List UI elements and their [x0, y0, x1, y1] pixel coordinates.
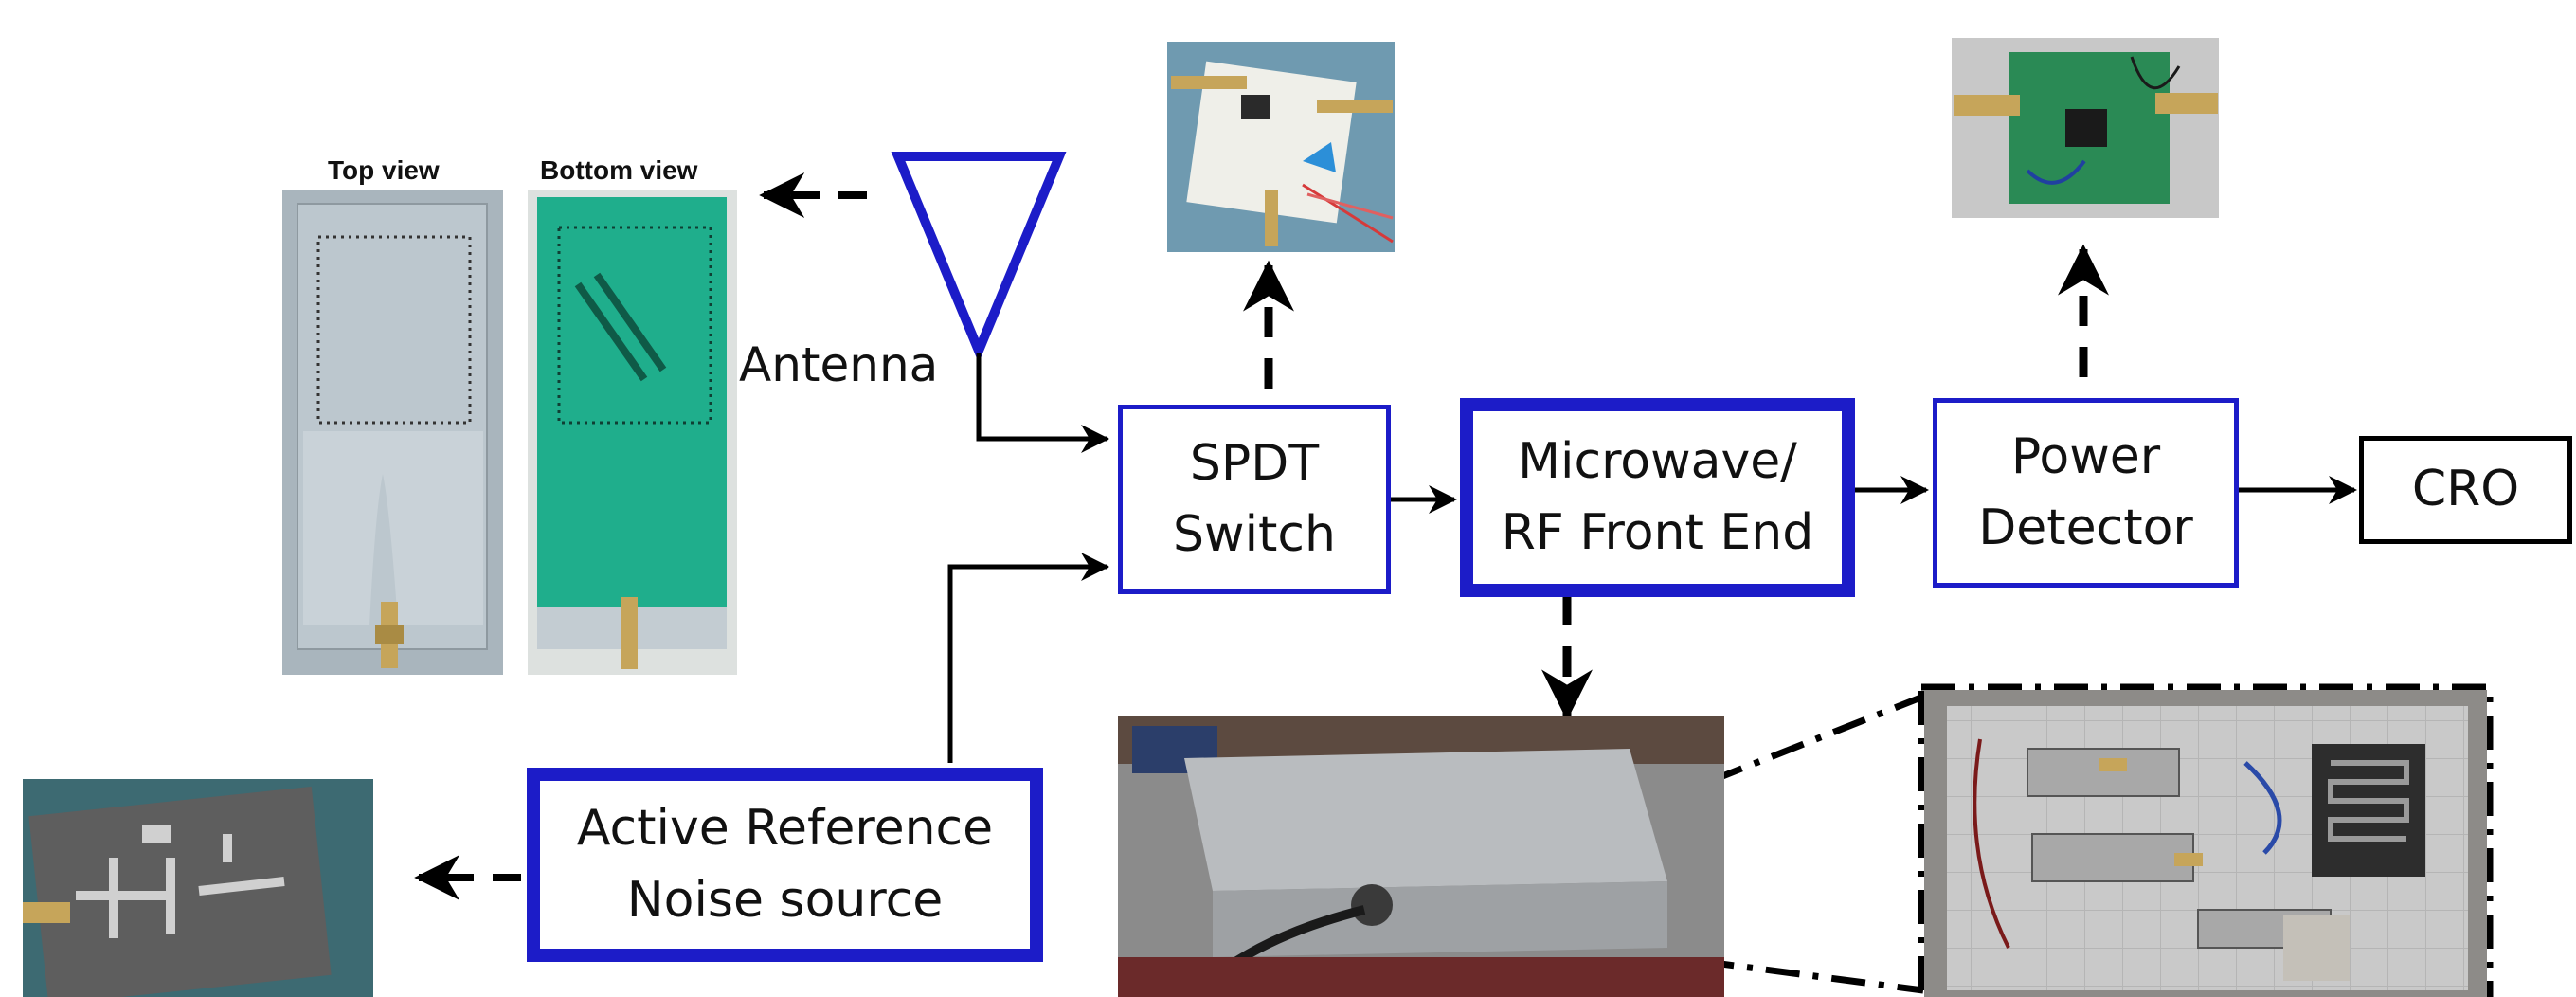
cro-block: CRO [2359, 436, 2572, 544]
noise-source-label: Active Reference Noise source [576, 800, 994, 929]
rf-front-end-label: Microwave/ RF Front End [1501, 432, 1814, 561]
antenna-to-spdt-arrow [976, 353, 1109, 453]
noise-source-photo [23, 779, 373, 997]
power-detector-label: Power Detector [1978, 427, 2193, 556]
antenna-label: Antenna [739, 337, 939, 392]
rf-front-end-block: Microwave/ RF Front End [1460, 398, 1855, 597]
spdt-switch-photo [1167, 42, 1395, 252]
frontend-enclosure-photo [1118, 716, 1724, 997]
spdt-switch-label: SPDT Switch [1173, 434, 1336, 563]
antenna-top-view-photo [282, 190, 503, 675]
power-detector-photo [1952, 38, 2219, 218]
antenna-icon [891, 152, 1067, 364]
noise-to-spdt-arrow [947, 553, 1109, 763]
power-detector-block: Power Detector [1933, 398, 2239, 588]
noise-source-block: Active Reference Noise source [527, 768, 1043, 962]
frontend-board-photo [1924, 690, 2487, 997]
spdt-switch-block: SPDT Switch [1118, 405, 1391, 594]
top-view-caption: Top view [328, 155, 440, 185]
cro-label: CRO [2411, 461, 2520, 518]
zoom-frame [1918, 683, 2494, 997]
bottom-view-caption: Bottom view [540, 155, 698, 185]
antenna-bottom-view-photo [528, 190, 737, 675]
